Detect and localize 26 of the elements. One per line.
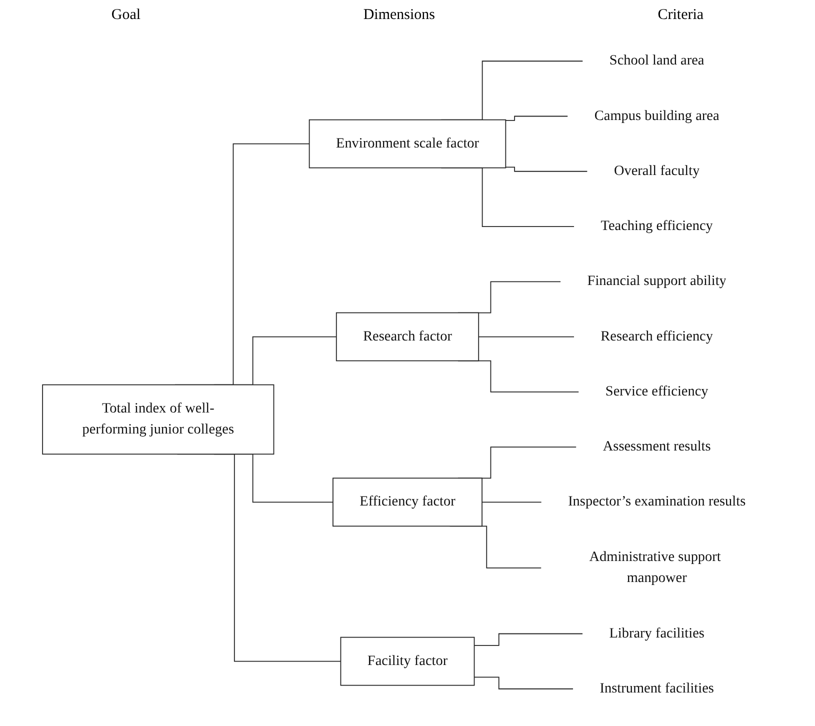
node-text: Instrument facilities [600, 680, 714, 696]
node-box: Environment scale factor [308, 119, 506, 168]
column-header: Criteria [658, 6, 704, 24]
column-header: Dimensions [363, 6, 435, 24]
connector [505, 166, 588, 172]
node-text: Overall faculty [614, 163, 700, 178]
connector [478, 336, 574, 338]
node-text: Research efficiency [600, 328, 713, 344]
node-box: Total index of well-performing junior colleges [42, 384, 274, 455]
column-header: Goal [111, 6, 141, 24]
node-text: Assessment results [602, 439, 711, 454]
node-text: Teaching efficiency [600, 218, 713, 234]
node-box: Efficiency factor [332, 478, 482, 527]
node-text: Financial support ability [587, 274, 726, 289]
connector [505, 116, 568, 121]
node-text: Library facilities [609, 626, 704, 641]
connector [474, 676, 574, 690]
connector [474, 633, 584, 646]
node-text: Campus building area [594, 108, 720, 124]
node-text: Administrative support manpower [589, 549, 721, 586]
connector [482, 502, 542, 503]
node-text: School land area [609, 53, 704, 68]
node-text: Inspector’s examination results [568, 494, 746, 510]
node-box: Facility factor [340, 636, 475, 686]
node-text: Service efficiency [605, 384, 708, 400]
node-box: Research factor [336, 312, 480, 362]
